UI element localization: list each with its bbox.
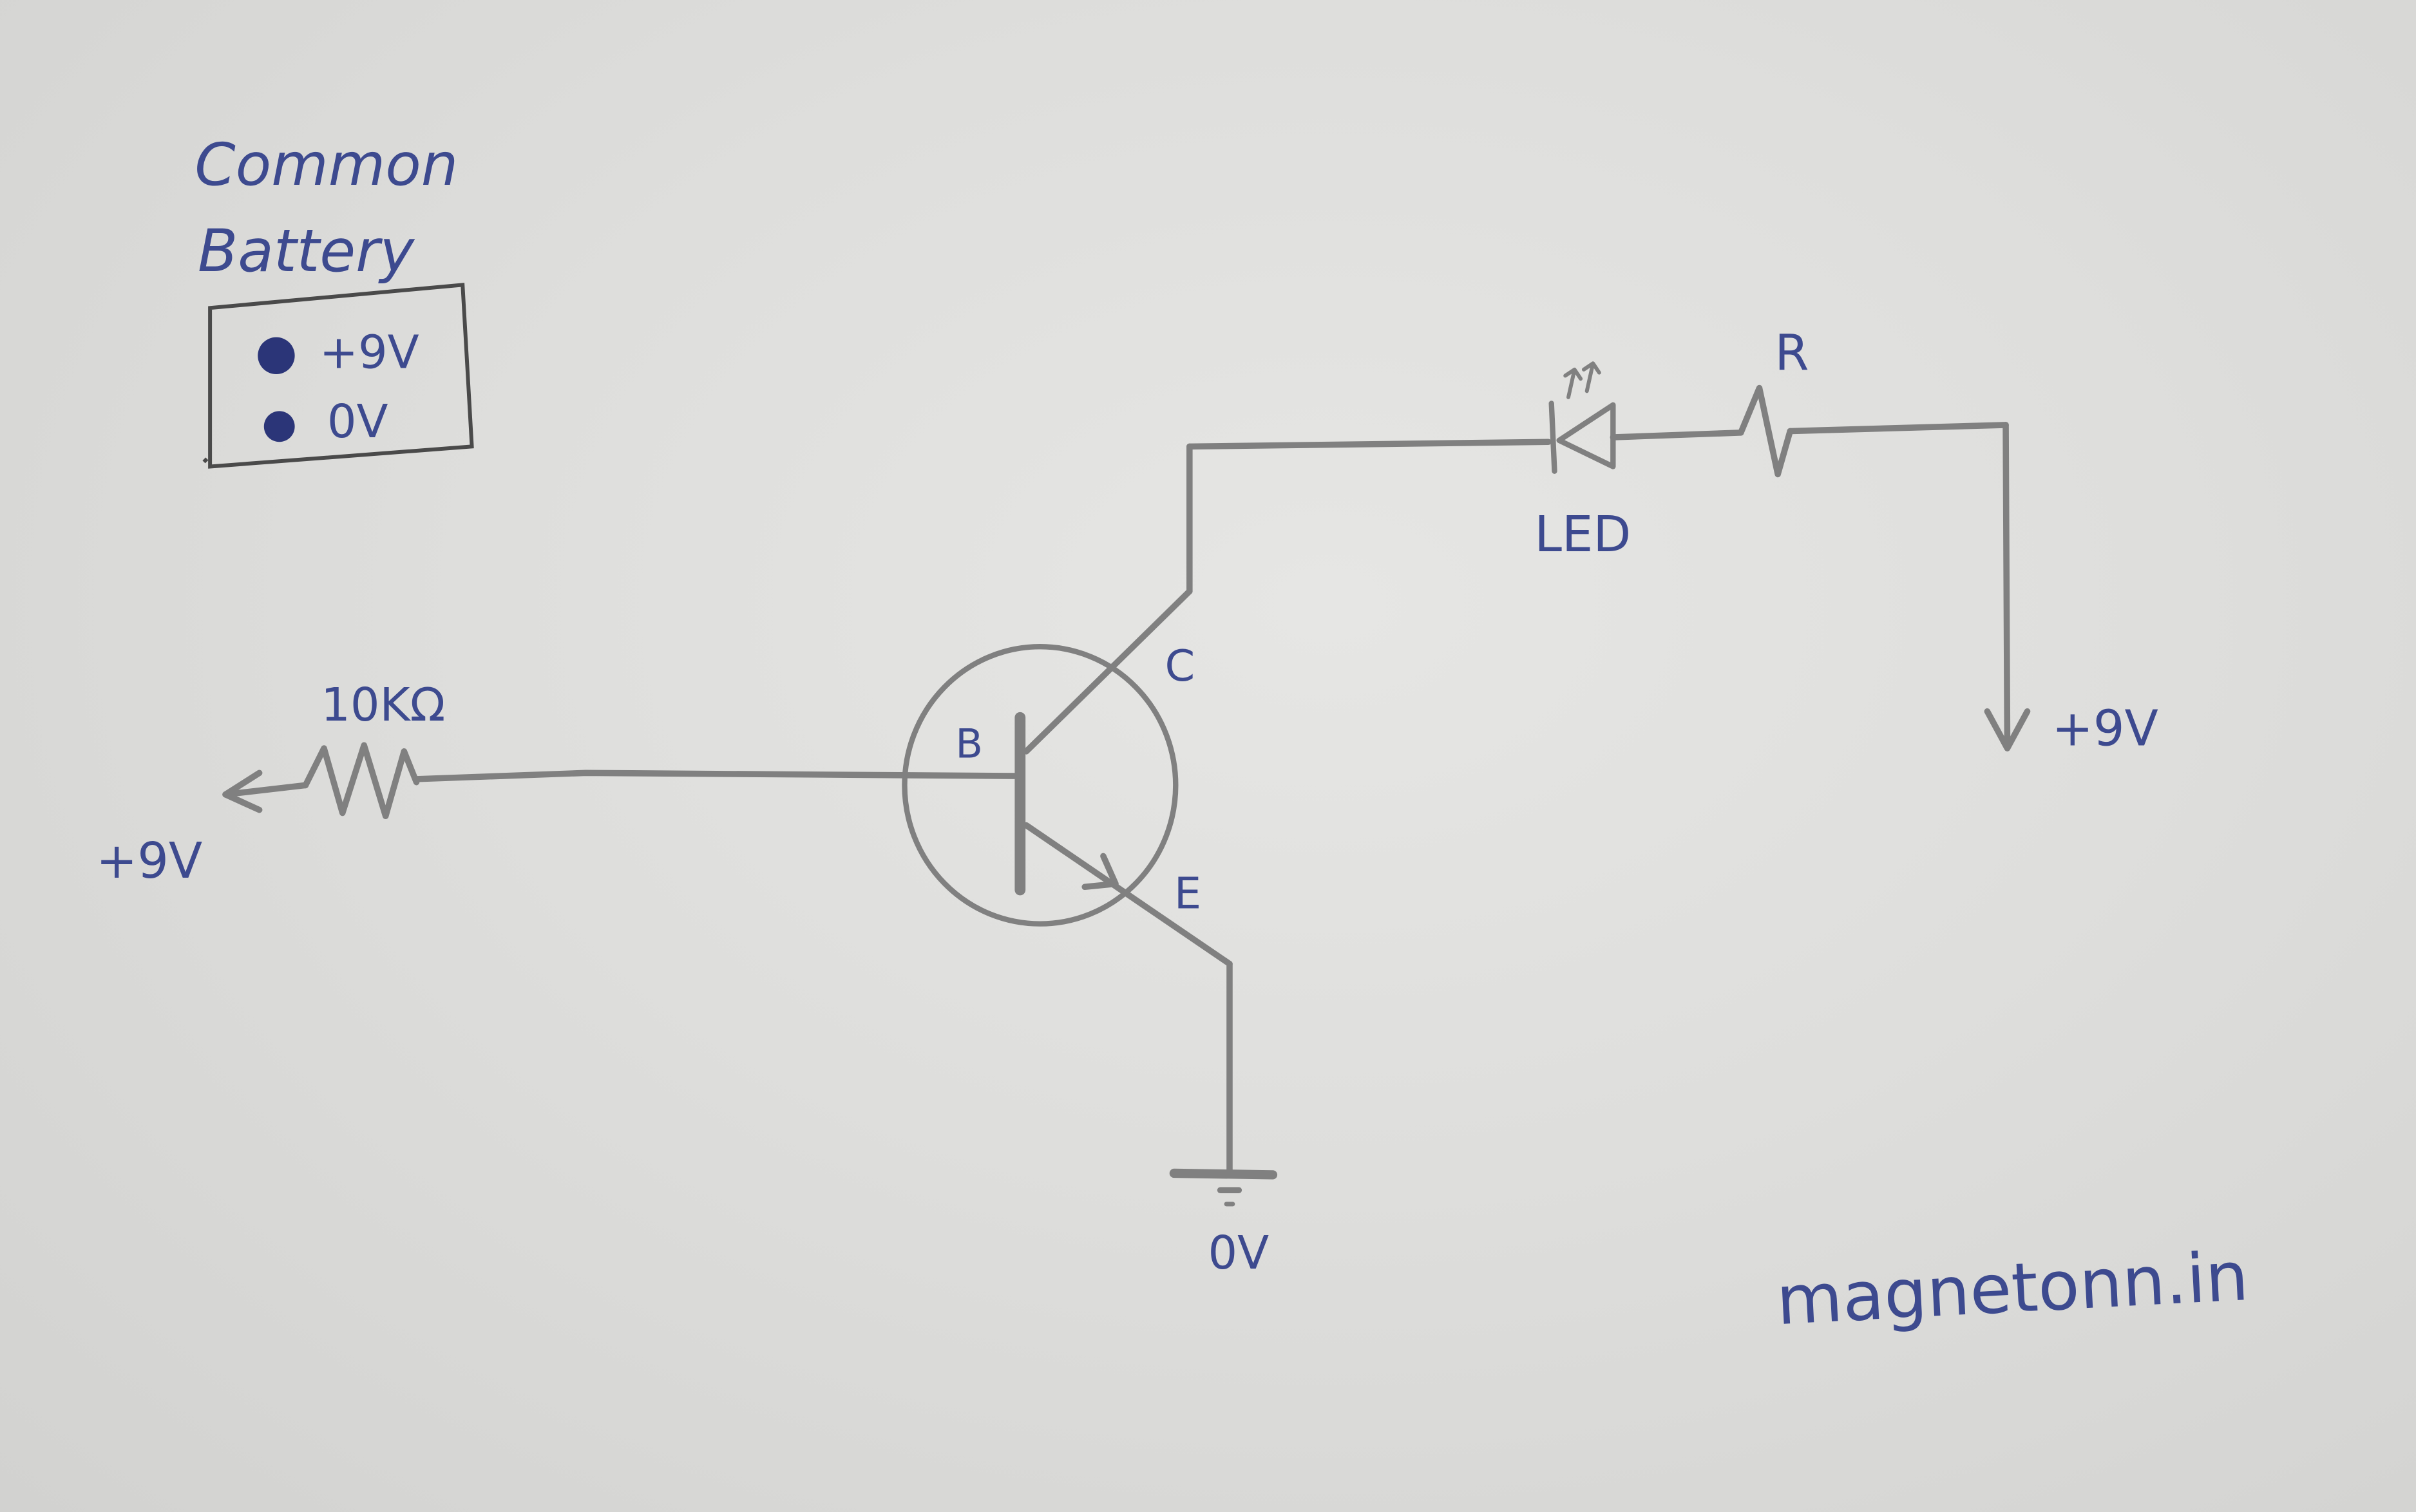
ground-label: 0V	[1208, 1225, 1270, 1280]
battery-legend: +9V 0V Common Battery	[195, 131, 474, 469]
led-to-resistor-wire	[1610, 430, 1744, 440]
legend-label-ground: 0V	[327, 394, 388, 448]
transistor-body	[902, 644, 1179, 927]
resistor-label: R	[1774, 325, 1809, 382]
base-wire	[413, 770, 1020, 782]
base-resistor-label: 10KΩ	[321, 677, 445, 732]
supply-wire-down	[2002, 422, 2011, 746]
base-label: B	[955, 720, 983, 767]
resistor-to-supply-wire	[1787, 422, 2009, 435]
legend-box	[202, 283, 474, 469]
emitter-leg	[1023, 822, 1233, 967]
collector-label: C	[1165, 641, 1195, 691]
ground-bar-1	[1169, 1168, 1278, 1180]
legend-dot-positive	[258, 337, 295, 375]
led-triangle	[1556, 402, 1616, 469]
input-supply-label: +9V	[96, 833, 202, 890]
output-supply-arrow	[1984, 708, 2031, 751]
emitter-label: E	[1174, 869, 1201, 919]
output-supply-label: +9V	[2052, 700, 2158, 757]
watermark-text: magnetonn.in	[1774, 1236, 2250, 1340]
load-resistor-zigzag	[1738, 384, 1794, 478]
led-bar	[1548, 401, 1557, 474]
input-wire-stub	[222, 782, 309, 798]
collector-leg	[1023, 588, 1193, 755]
legend-label-positive: +9V	[319, 325, 419, 379]
emitter-arrow	[1081, 853, 1119, 891]
led-emission-arrows	[1563, 361, 1601, 399]
legend-title-line2: Battery	[198, 218, 415, 285]
collector-wire-top	[1186, 439, 1552, 450]
base-resistor-zigzag	[302, 742, 420, 820]
legend-title-line1: Common	[195, 131, 458, 199]
led-label: LED	[1534, 506, 1631, 563]
legend-dot-ground	[263, 411, 295, 442]
